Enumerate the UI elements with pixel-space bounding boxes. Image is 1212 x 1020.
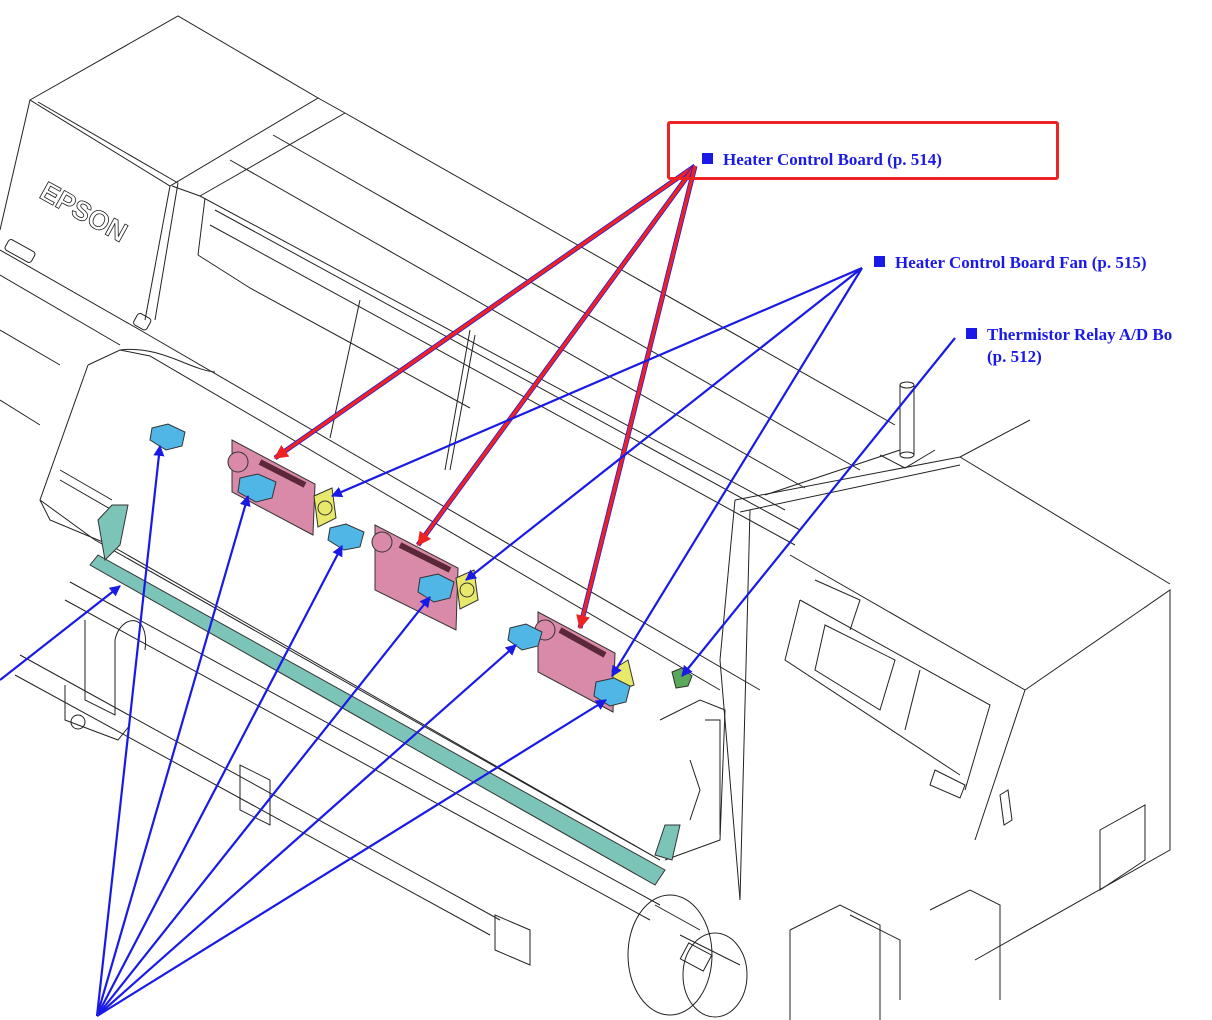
callout-heater-control-board[interactable]: Heater Control Board (p. 514) <box>702 149 942 171</box>
callout-heater-control-board-fan[interactable]: Heater Control Board Fan (p. 515) <box>874 252 1147 274</box>
heater-control-board-fan-2 <box>455 569 479 610</box>
callout-text: Thermistor Relay A/D Bo <box>987 325 1173 344</box>
connector-4 <box>417 573 455 603</box>
bullet-icon <box>966 328 977 339</box>
connectors <box>149 423 631 707</box>
epson-logo: EPSON <box>35 176 132 248</box>
callout-text: Heater Control Board (p. 514) <box>723 150 942 169</box>
bullet-icon <box>874 256 885 267</box>
heater-control-board-fan-1 <box>313 487 337 528</box>
bullet-icon <box>702 153 713 164</box>
heater-control-board-2 <box>371 524 459 631</box>
connector-arrows <box>95 444 607 1017</box>
heater-control-board-arrows <box>273 163 698 630</box>
connector-5 <box>507 623 543 651</box>
thermistor-relay-ad-board-arrow <box>681 337 956 677</box>
callout-page-ref: (p. 512) <box>987 347 1042 366</box>
connector-3 <box>327 523 365 551</box>
thermistor-relay-ad-board <box>671 667 693 689</box>
highlight-box <box>667 121 1059 180</box>
heater-control-board-fan-arrows <box>330 266 863 677</box>
callout-thermistor-relay-ad-board[interactable]: Thermistor Relay A/D Bo (p. 512) <box>966 324 1172 368</box>
connector-1 <box>149 423 186 451</box>
connector-6 <box>593 677 631 707</box>
callout-text: Heater Control Board Fan (p. 515) <box>895 253 1147 272</box>
platen-heater-arrow <box>0 585 121 681</box>
platen-heater <box>89 504 681 886</box>
